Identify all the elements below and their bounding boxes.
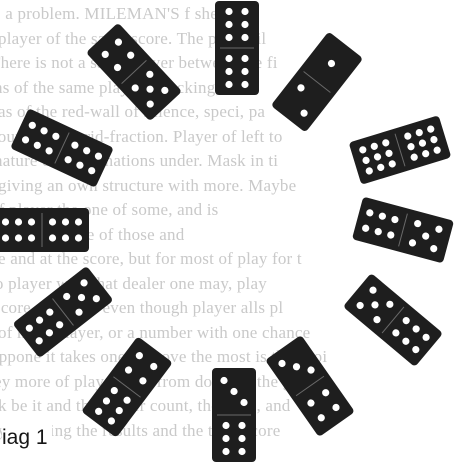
domino-tile-3-3 xyxy=(215,1,259,95)
domino-pip-top xyxy=(62,234,69,241)
domino-tile-3-4b xyxy=(265,335,355,437)
domino-pip-bottom xyxy=(222,435,229,442)
domino-pip-top xyxy=(241,34,248,41)
domino-pip-top xyxy=(225,21,232,28)
domino-pip-top xyxy=(75,218,82,225)
domino-pip-top xyxy=(241,21,248,28)
domino-pip-bottom xyxy=(28,234,35,241)
domino-tile-9-9 xyxy=(349,115,452,185)
domino-tile-3-4 xyxy=(86,23,182,122)
domino-tile-7-6 xyxy=(352,197,454,264)
domino-pip-bottom xyxy=(225,81,232,88)
figure-caption: iag 1 xyxy=(2,424,52,452)
domino-tile-5-5 xyxy=(343,273,443,367)
domino-pip-top xyxy=(220,377,227,384)
domino-tile-8-10 xyxy=(10,108,114,188)
domino-tile-1-2 xyxy=(271,31,364,132)
domino-pip-bottom xyxy=(238,435,245,442)
domino-pip-top xyxy=(49,218,56,225)
domino-pip-top xyxy=(75,234,82,241)
domino-pip-top xyxy=(225,34,232,41)
domino-tile-2-6 xyxy=(212,368,256,462)
domino-pip-bottom xyxy=(238,422,245,429)
domino-pip-top xyxy=(240,399,247,406)
domino-tile-4-4 xyxy=(81,336,173,438)
domino-pip-top xyxy=(230,388,237,395)
domino-pip-bottom xyxy=(241,81,248,88)
domino-pip-bottom xyxy=(15,218,22,225)
domino-pip-bottom xyxy=(225,68,232,75)
domino-pip-bottom xyxy=(2,218,9,225)
domino-pip-bottom xyxy=(238,448,245,455)
domino-pip-bottom xyxy=(15,234,22,241)
domino-tile-6-6 xyxy=(12,266,113,359)
domino-pip-bottom xyxy=(2,234,9,241)
domino-pip-bottom xyxy=(241,55,248,62)
domino-pip-top xyxy=(241,8,248,15)
domino-tile-8-8 xyxy=(0,208,89,252)
domino-pip-top xyxy=(62,218,69,225)
domino-body xyxy=(0,208,89,252)
domino-pip-top xyxy=(225,8,232,15)
domino-pip-bottom xyxy=(225,55,232,62)
domino-pip-bottom xyxy=(241,68,248,75)
domino-pip-bottom xyxy=(222,448,229,455)
domino-pip-bottom xyxy=(28,218,35,225)
domino-pip-top xyxy=(49,234,56,241)
domino-pip-bottom xyxy=(222,422,229,429)
